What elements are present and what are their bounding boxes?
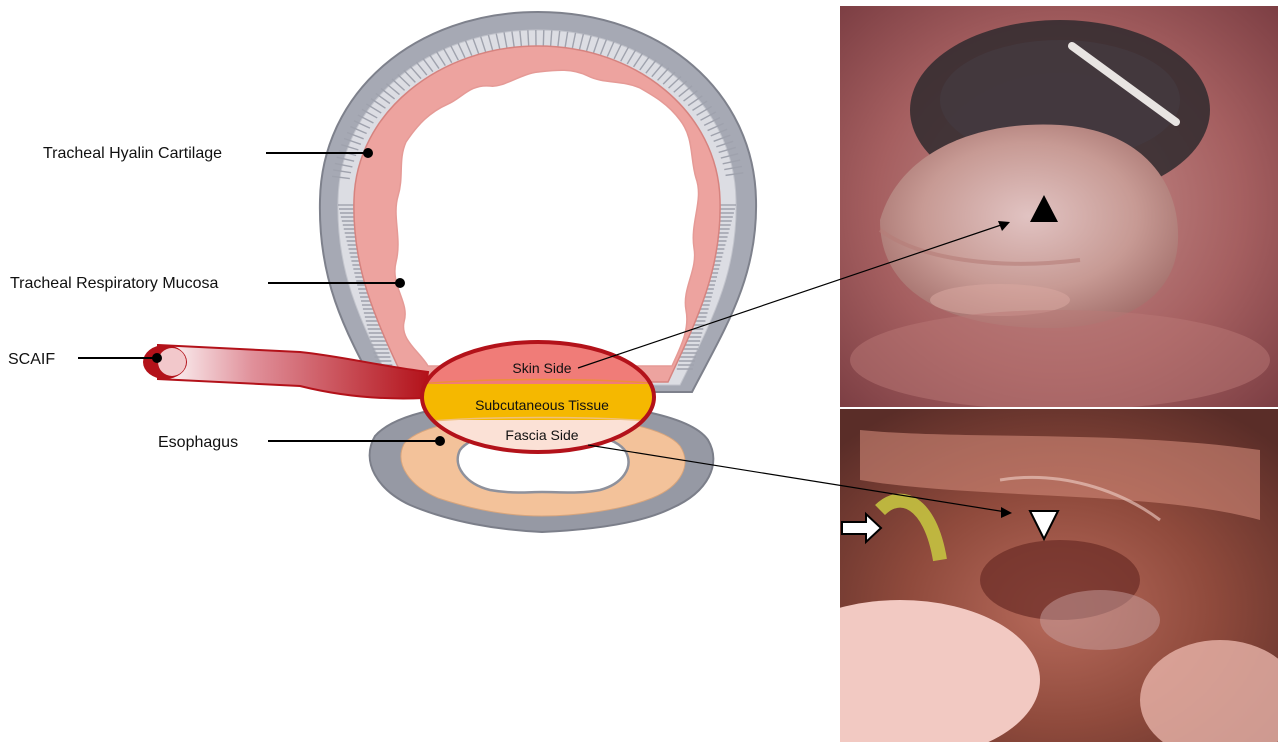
label-scaif: SCAIF xyxy=(8,351,55,368)
endoscopy-photo-top xyxy=(840,6,1278,410)
leader-mucosa-dot xyxy=(395,278,405,288)
flap-fascia-label: Fascia Side xyxy=(505,427,578,443)
label-esophagus: Esophagus xyxy=(158,434,238,451)
endoscopy-photo-bottom xyxy=(760,409,1278,742)
label-cartilage: Tracheal Hyalin Cartilage xyxy=(43,145,222,162)
label-mucosa: Tracheal Respiratory Mucosa xyxy=(10,275,218,292)
trachea-diagram: Skin Side Subcutaneous Tissue Fascia Sid… xyxy=(143,12,756,532)
flap-skin-label: Skin Side xyxy=(512,360,571,376)
flap-subcutaneous-label: Subcutaneous Tissue xyxy=(475,397,609,413)
scaif-pedicle-end-highlight xyxy=(158,348,186,376)
leader-cartilage-dot xyxy=(363,148,373,158)
leader-esophagus-dot xyxy=(435,436,445,446)
leader-scaif-dot xyxy=(152,353,162,363)
tracheal-lumen xyxy=(395,70,699,366)
